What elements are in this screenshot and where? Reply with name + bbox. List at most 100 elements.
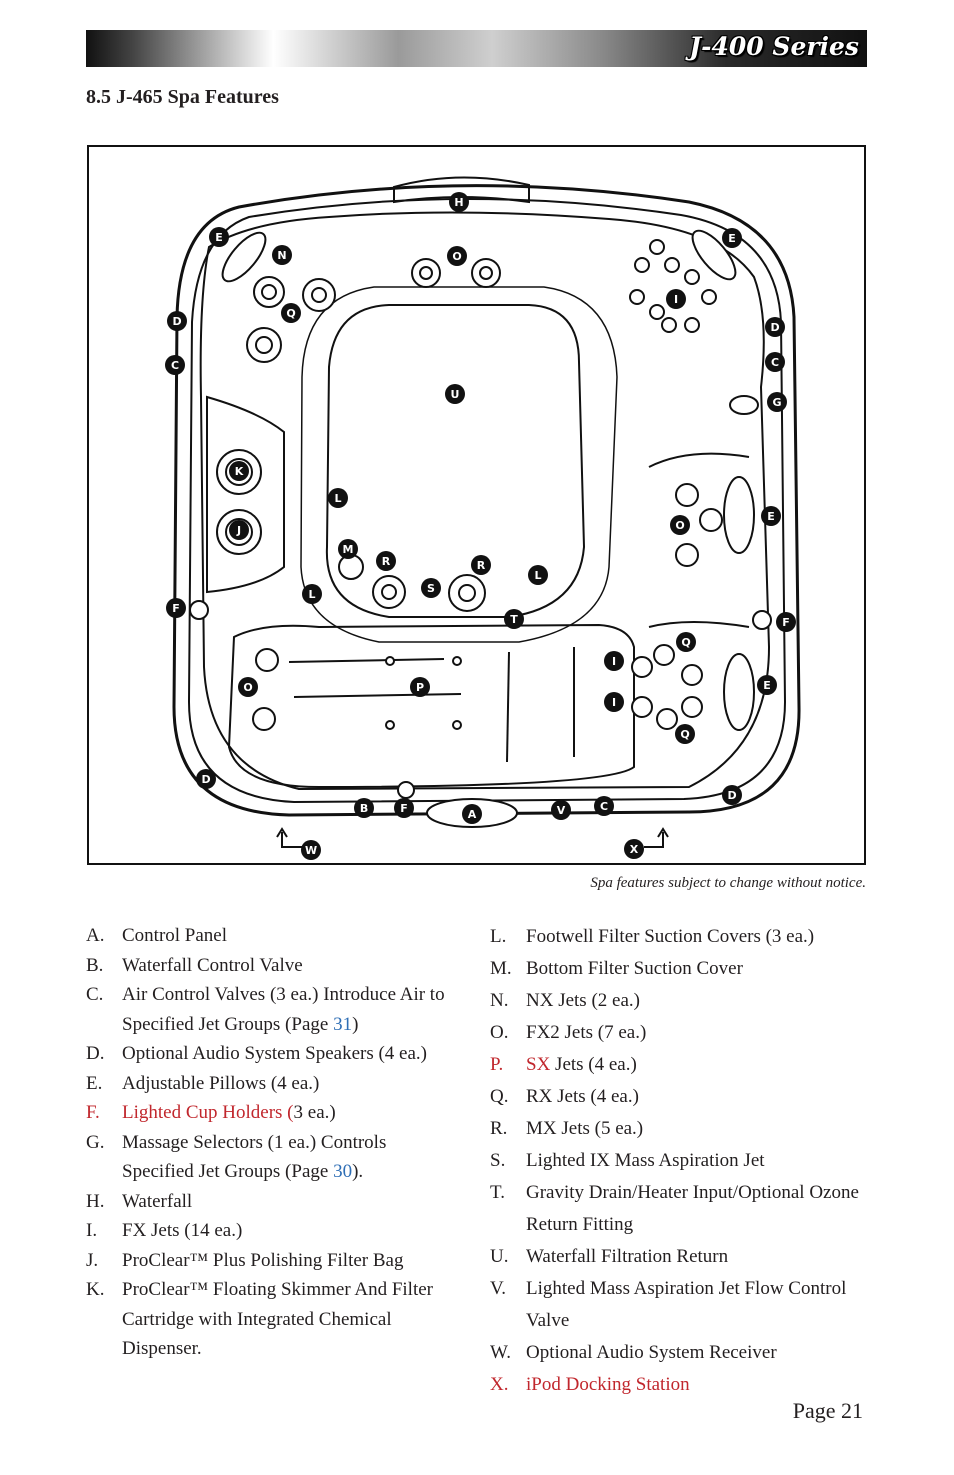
legend-letter: E. <box>86 1072 103 1094</box>
legend-letter: V. <box>490 1278 507 1299</box>
legend-letter: P. <box>490 1054 504 1075</box>
spa-outline: H E N O E I D Q D C C G U K L J O E M R … <box>165 176 801 860</box>
legend-text: iPod Docking Station <box>526 1374 690 1395</box>
diagram-tags: H E N O E I D Q D C C G U K L J O E M R … <box>165 192 796 860</box>
diagram-tag: C <box>765 352 785 372</box>
svg-text:Q: Q <box>680 728 689 741</box>
legend-letter: I. <box>86 1220 98 1241</box>
legend-letter: F. <box>86 1102 100 1123</box>
legend-text: RX Jets (4 ea.) <box>526 1086 639 1107</box>
diagram-tag: W <box>301 840 321 860</box>
svg-text:I: I <box>612 655 616 668</box>
legend-letter: N. <box>490 990 509 1011</box>
header-bar: J-400 Series <box>86 30 867 67</box>
svg-text:W: W <box>305 844 317 857</box>
diagram-tag: C <box>594 796 614 816</box>
diagram-tag: I <box>666 289 686 309</box>
legend-text: Control Panel <box>122 925 228 946</box>
diagram-tag: O <box>447 246 467 266</box>
svg-text:H: H <box>454 196 463 209</box>
legend-item: R. MX Jets (5 ea.) <box>490 1113 870 1145</box>
diagram-tag: D <box>196 769 216 789</box>
legend-text: Optional Audio System Speakers (4 ea.) <box>122 1043 428 1064</box>
svg-text:Q: Q <box>286 307 295 320</box>
legend-item: A.Control Panel <box>86 921 456 951</box>
svg-text:E: E <box>215 231 223 244</box>
legend-letter: T. <box>490 1182 505 1203</box>
legend-letter: C. <box>86 984 104 1005</box>
legend-text-part: Massage Selectors (1 ea.) Controls Speci… <box>122 1131 387 1183</box>
legend-text: FX2 Jets (7 ea.) <box>526 1022 647 1043</box>
legend-item: C. Air Control Valves (3 ea.) Introduce A… <box>86 980 456 1039</box>
diagram-tag: U <box>445 384 465 404</box>
svg-text:X: X <box>630 843 639 856</box>
page-link[interactable]: 30 <box>333 1161 353 1182</box>
legend-text: Bottom Filter Suction Cover <box>526 958 743 979</box>
legend-item: L.Footwell Filter Suction Covers (3 ea.) <box>490 921 870 953</box>
legend-item: S. Lighted IX Mass Aspiration Jet <box>490 1145 870 1177</box>
svg-text:C: C <box>600 800 608 813</box>
svg-text:O: O <box>243 681 252 694</box>
svg-text:A: A <box>468 808 477 821</box>
diagram-tag: M <box>338 539 358 559</box>
legend-item: B.Waterfall Control Valve <box>86 951 456 981</box>
legend-text: SX Jets (4 ea.) <box>526 1049 870 1081</box>
legend-text: Waterfall Filtration Return <box>526 1246 729 1267</box>
diagram-tag: K <box>229 461 249 481</box>
legend-letter: O. <box>490 1022 509 1043</box>
legend-item: N.NX Jets (2 ea.) <box>490 985 870 1017</box>
legend-item: U.Waterfall Filtration Return <box>490 1241 870 1273</box>
legend-item: X.iPod Docking Station <box>490 1369 870 1401</box>
legend-item: K.ProClear™ Floating Skimmer And Filter … <box>86 1275 456 1364</box>
diagram-tag: E <box>722 228 742 248</box>
diagram-tag: O <box>238 677 258 697</box>
svg-text:D: D <box>770 321 779 334</box>
legend-text: ProClear™ Floating Skimmer And Filter Ca… <box>122 1279 433 1359</box>
legend-text: Lighted IX Mass Aspiration Jet <box>526 1150 765 1171</box>
diagram-tag: E <box>209 227 229 247</box>
svg-text:D: D <box>727 789 736 802</box>
svg-text:C: C <box>771 356 779 369</box>
svg-text:J: J <box>236 524 241 537</box>
legend-item: P. SX Jets (4 ea.) <box>490 1049 870 1081</box>
diagram-tag: L <box>302 584 322 604</box>
diagram-tag: L <box>528 565 548 585</box>
legend-letter: S. <box>490 1150 506 1171</box>
legend-text: Lighted Mass Aspiration Jet Flow Control… <box>526 1278 847 1331</box>
diagram-tag: F <box>166 598 186 618</box>
diagram-tag: F <box>394 798 414 818</box>
diagram-tag: T <box>504 609 524 629</box>
diagram-tag: A <box>462 804 482 824</box>
diagram-caption: Spa features subject to change without n… <box>590 875 866 891</box>
legend-item: W.Optional Audio System Receiver <box>490 1337 870 1369</box>
legend-text: Gravity Drain/Heater Input/Optional Ozon… <box>526 1182 859 1235</box>
legend-item: E.Adjustable Pillows (4 ea.) <box>86 1069 456 1099</box>
diagram-tag: F <box>776 612 796 632</box>
legend-text: Footwell Filter Suction Covers (3 ea.) <box>526 926 815 947</box>
svg-text:T: T <box>510 613 518 626</box>
svg-text:S: S <box>427 582 435 595</box>
section-title: 8.5 J-465 Spa Features <box>86 86 279 108</box>
legend-letter: M. <box>490 958 512 979</box>
legend-item: D. Optional Audio System Speakers (4 ea.) <box>86 1039 456 1069</box>
diagram-tag: R <box>471 555 491 575</box>
svg-text:L: L <box>334 492 341 505</box>
page-link[interactable]: 31 <box>333 1013 353 1035</box>
legend-item: F.Lighted Cup Holders (3 ea.) <box>86 1098 456 1128</box>
legend-letter: D. <box>86 1043 105 1064</box>
spa-diagram: H E N O E I D Q D C C G U K L J O E M R … <box>87 145 866 865</box>
diagram-tag: B <box>354 798 374 818</box>
diagram-tag: D <box>167 311 187 331</box>
legend-letter: R. <box>490 1118 508 1139</box>
diagram-tag: V <box>551 800 571 820</box>
legend-text-part: Air Control Valves (3 ea.) Introduce Air… <box>122 984 445 1035</box>
diagram-tag: I <box>604 651 624 671</box>
svg-text:E: E <box>728 232 736 245</box>
legend-text-part: Jets (4 ea.) <box>550 1054 637 1075</box>
legend-text: MX Jets (5 ea.) <box>526 1118 644 1139</box>
legend-item: O. FX2 Jets (7 ea.) <box>490 1017 870 1049</box>
svg-text:V: V <box>557 804 566 817</box>
diagram-tag: O <box>670 515 690 535</box>
svg-text:D: D <box>172 315 181 328</box>
legend-letter: H. <box>86 1190 105 1212</box>
